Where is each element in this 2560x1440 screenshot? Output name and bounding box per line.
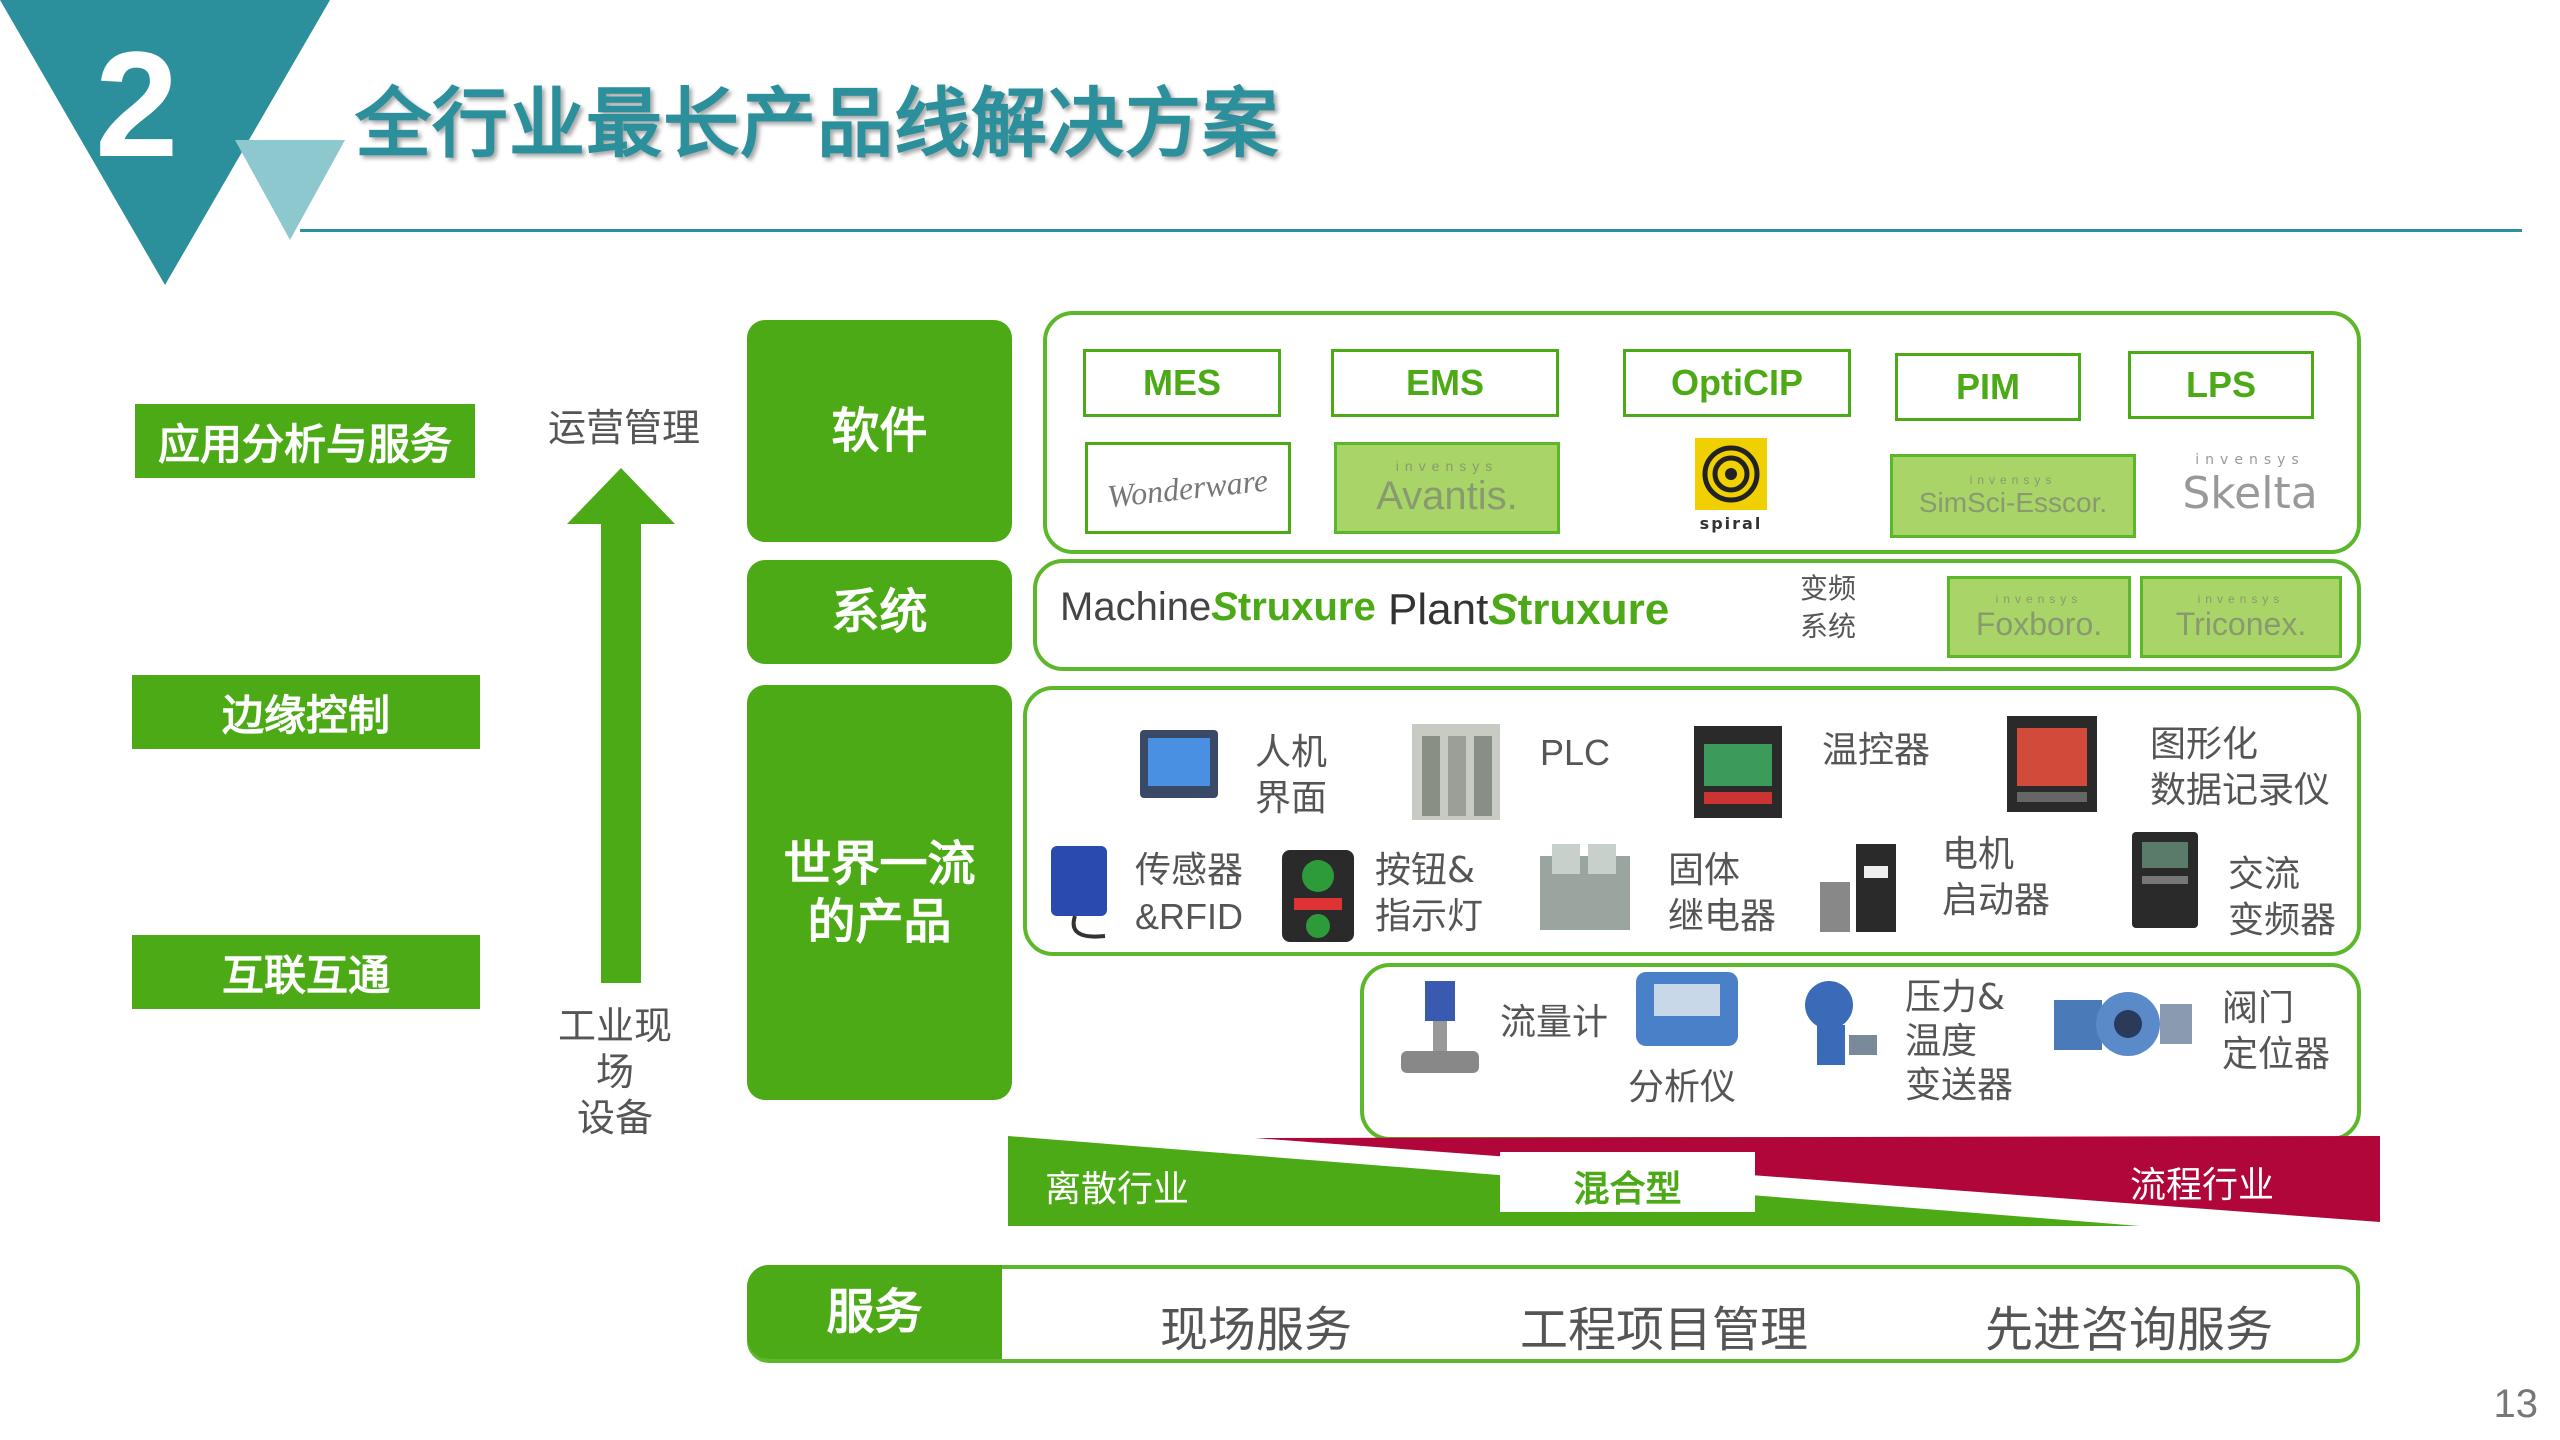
- valve-positioner-icon: [2054, 992, 2192, 1056]
- hmi-label: 人机界面: [1255, 732, 1328, 819]
- relay-icon: [1540, 844, 1630, 930]
- pressure-transmitter-icon: [1805, 981, 1877, 1065]
- service-item-project-management: 工程项目管理: [1520, 1302, 1809, 1358]
- software-item-ems: EMS: [1331, 349, 1559, 417]
- arrow-bottom-label-line2: 设备: [576, 1096, 653, 1140]
- analyzer-label: 分析仪: [1628, 1067, 1737, 1108]
- sensor-label: 传感器&RFID: [1135, 850, 1244, 937]
- plc-label: PLC: [1540, 732, 1611, 773]
- valve-positioner-label: 阀门定位器: [2222, 988, 2331, 1075]
- service-item-consulting: 先进咨询服务: [1985, 1302, 2274, 1358]
- system-frame: [1033, 559, 2361, 671]
- page-number: 13: [2493, 1382, 2539, 1426]
- block-services: 服务: [826, 1284, 923, 1340]
- service-item-field: 现场服务: [1160, 1302, 1353, 1358]
- level-label-app-services: 应用分析与服务: [135, 404, 475, 478]
- block-products: 世界一流 的产品: [747, 685, 1012, 1100]
- ac-drive-label: 交流变频器: [2228, 854, 2337, 941]
- plc-icon: [1412, 724, 1500, 820]
- data-recorder-icon: [2007, 716, 2097, 812]
- block-products-line2: 的产品: [807, 893, 952, 950]
- up-arrow: [567, 468, 675, 983]
- motor-starter-icon: [1820, 844, 1896, 932]
- level-label-edge-control: 边缘控制: [132, 675, 480, 749]
- flowmeter-icon: [1401, 981, 1479, 1073]
- software-item-pim: PIM: [1895, 353, 2081, 421]
- block-products-line1: 世界一流: [783, 835, 976, 892]
- foxboro-logo: invensys Foxboro.: [1947, 576, 2131, 658]
- struxure-s-icon: S: [1211, 585, 1238, 629]
- arrow-top-label: 运营管理: [548, 406, 701, 450]
- skelta-logo: invensys Skelta: [2182, 452, 2318, 519]
- slide-title: 全行业最长产品线解决方案: [355, 79, 1279, 168]
- industry-spectrum-bar: [1008, 1136, 2380, 1226]
- spiral-logo: spiral: [1695, 438, 1767, 536]
- pressure-transmitter-label: 压力&温度变送器: [1905, 977, 2014, 1106]
- discrete-industry-label: 离散行业: [1045, 1169, 1190, 1210]
- software-item-lps: LPS: [2128, 351, 2314, 419]
- analyzer-icon: [1636, 972, 1738, 1046]
- spiral-icon: [1695, 438, 1767, 510]
- services-frame: [747, 1265, 2360, 1363]
- vfd-system-label: 变频 系统: [1800, 572, 1857, 643]
- struxure-s-icon-2: S: [1488, 585, 1518, 634]
- ac-drive-icon: [2132, 832, 2198, 928]
- relay-label: 固体继电器: [1668, 850, 1777, 937]
- flowmeter-label: 流量计: [1500, 1002, 1609, 1043]
- motor-starter-label: 电机启动器: [1942, 834, 2051, 921]
- wonderware-logo: Wonderware: [1085, 442, 1291, 534]
- triconex-logo: invensys Triconex.: [2140, 576, 2342, 658]
- avantis-logo: invensys Avantis.: [1334, 442, 1560, 534]
- pushbutton-icon: [1282, 850, 1354, 942]
- block-software: 软件: [747, 320, 1012, 542]
- software-item-opticip: OptiCIP: [1623, 349, 1851, 417]
- hybrid-label: 混合型: [1573, 1169, 1682, 1210]
- arrow-bottom-label-line1: 工业现场: [557, 1004, 672, 1094]
- level-label-connectivity: 互联互通: [132, 935, 480, 1009]
- pushbutton-label: 按钮&指示灯: [1375, 850, 1484, 937]
- block-system: 系统: [747, 560, 1012, 664]
- temp-controller-label: 温控器: [1822, 730, 1931, 771]
- header-decoration: [0, 0, 345, 285]
- temp-controller-icon: [1694, 726, 1782, 818]
- machinestruxure-logo: MachineStruxure: [1060, 585, 1376, 629]
- sensor-icon: [1051, 846, 1107, 939]
- data-recorder-label: 图形化数据记录仪: [2150, 724, 2331, 811]
- simsci-logo: invensys SimSci-Esscor.: [1890, 454, 2136, 538]
- software-item-mes: MES: [1083, 349, 1281, 417]
- title-divider: [300, 229, 2522, 232]
- process-industry-label: 流程行业: [2130, 1165, 2275, 1206]
- arrow-bottom-label: 工业现场 设备: [540, 1003, 690, 1141]
- plantstruxure-logo: PlantStruxure: [1388, 585, 1670, 634]
- hmi-icon: [1140, 730, 1218, 798]
- services-block: [747, 1265, 1002, 1359]
- section-number: 2: [95, 20, 179, 188]
